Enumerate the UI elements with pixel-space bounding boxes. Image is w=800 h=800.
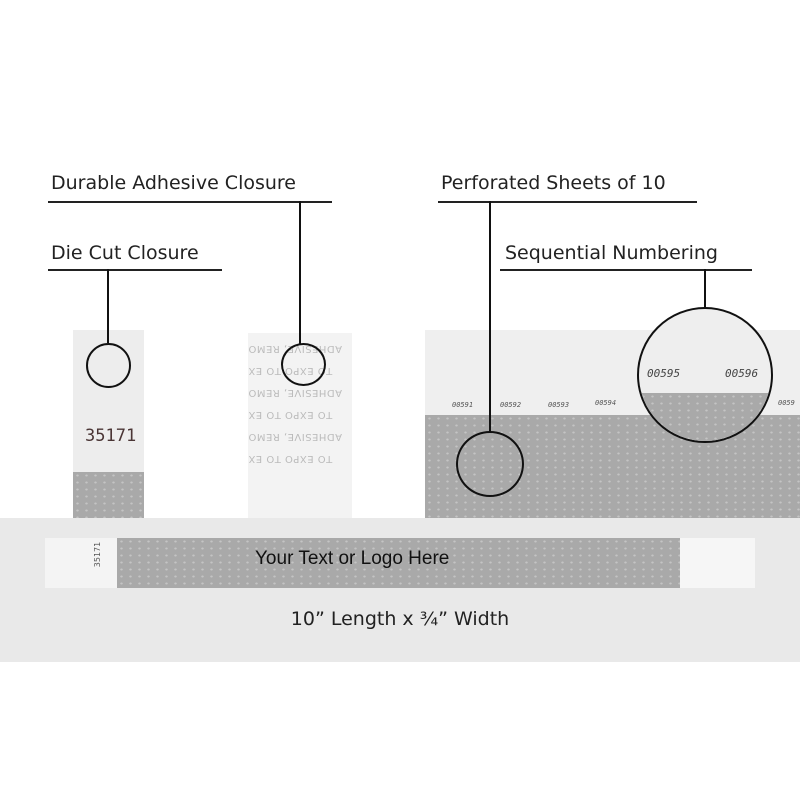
- callout-adhesive-closure: Durable Adhesive Closure: [51, 172, 296, 194]
- custom-text-area: Your Text or Logo Here: [255, 548, 450, 569]
- strap-left-end: 35171: [45, 538, 117, 588]
- magnified-number: 00595: [647, 367, 681, 380]
- underline: [500, 269, 752, 271]
- dimensions-label: 10” Length x ¾” Width: [290, 608, 510, 630]
- callout-line: [704, 269, 706, 307]
- sheet-number: 00591: [452, 401, 474, 409]
- sheet-number: 0059: [778, 399, 795, 407]
- strap-number: 35171: [93, 541, 103, 568]
- magnified-gray: [639, 393, 771, 441]
- band-number: 35171: [85, 426, 137, 446]
- backing-text: TO EXPO TO EX: [248, 453, 333, 464]
- callout-line: [489, 201, 491, 432]
- backing-text: ADHESIVE, REMO: [248, 431, 342, 442]
- backing-text: ADHESIVE, REMO: [248, 387, 342, 398]
- strap-body: [117, 538, 680, 588]
- die-cut-band-bottom: [73, 472, 144, 518]
- callout-sequential-numbering: Sequential Numbering: [505, 242, 718, 264]
- underline: [48, 201, 332, 203]
- sheet-number: 00592: [500, 401, 522, 409]
- magnified-number: 00596: [725, 367, 759, 380]
- sheet-number: 00594: [595, 399, 617, 407]
- callout-die-cut-closure: Die Cut Closure: [51, 242, 199, 264]
- strap-panel: 35171 Your Text or Logo Here 10” Length …: [0, 518, 800, 662]
- magnifier-circle: 00595 00596: [637, 307, 773, 443]
- underline: [438, 201, 697, 203]
- callout-circle: [281, 343, 326, 386]
- callout-perforated-sheets: Perforated Sheets of 10: [441, 172, 666, 194]
- strap-right-end: [680, 538, 755, 588]
- sheet-number: 00593: [548, 401, 570, 409]
- underline: [48, 269, 222, 271]
- callout-line: [107, 269, 109, 343]
- callout-line: [299, 201, 301, 344]
- backing-text: TO EXPO TO EX: [248, 409, 333, 420]
- callout-circle: [86, 343, 131, 388]
- callout-circle: [456, 431, 524, 497]
